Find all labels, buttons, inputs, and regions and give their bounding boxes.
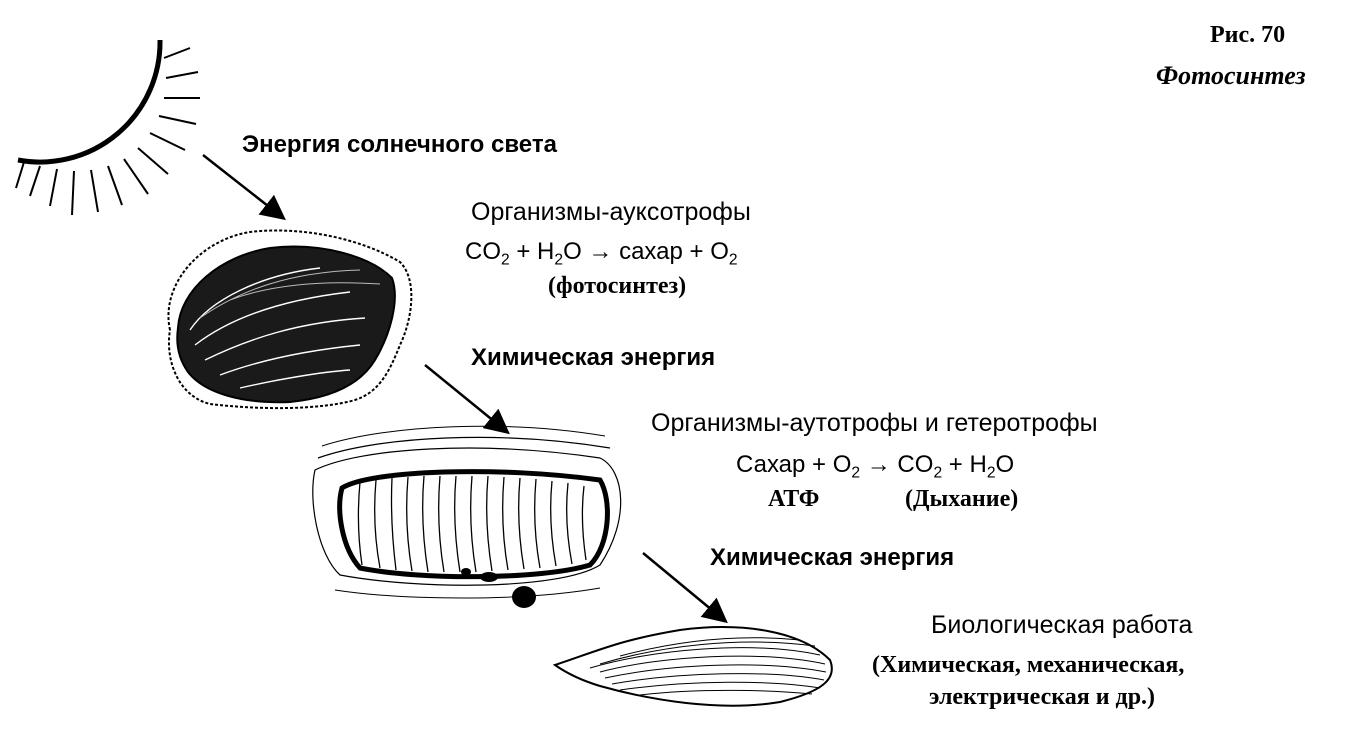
biological-work-title: Биологическая работа xyxy=(931,611,1193,639)
process-photosynthesis: (фотосинтез) xyxy=(548,273,687,299)
product-atp: АТФ xyxy=(768,486,820,512)
arrow-sun-to-chloroplast xyxy=(202,154,286,221)
sun-icon xyxy=(15,39,200,216)
mitochondrion-icon xyxy=(312,425,622,608)
energy-label-chemical-2: Химическая энергия xyxy=(710,544,955,571)
organisms-auxotrophs: Организмы-ауксотрофы xyxy=(471,198,751,226)
energy-label-chemical-1: Химическая энергия xyxy=(471,344,716,371)
chloroplast-icon xyxy=(167,229,413,410)
figure-caption: Фотосинтез xyxy=(1156,61,1306,90)
figure-number: Рис. 70 xyxy=(1210,22,1286,48)
work-types-line1: (Химическая, механическая, xyxy=(872,652,1185,678)
process-respiration: (Дыхание) xyxy=(905,486,1019,512)
arrow-chloroplast-to-mitochondrion xyxy=(424,364,510,435)
arrow-mitochondrion-to-muscle xyxy=(642,552,728,624)
respiration-equation: Сахар + O2 → CO2 + H2O xyxy=(736,451,1015,482)
photosynthesis-equation: CO2 + H2O → сахар + O2 xyxy=(465,238,738,269)
muscle-icon xyxy=(552,626,833,707)
work-types-line2: электрическая и др.) xyxy=(929,684,1156,710)
energy-label-solar: Энергия солнечного света xyxy=(242,131,557,158)
organisms-autotrophs-heterotrophs: Организмы-аутотрофы и гетеротрофы xyxy=(651,409,1098,437)
